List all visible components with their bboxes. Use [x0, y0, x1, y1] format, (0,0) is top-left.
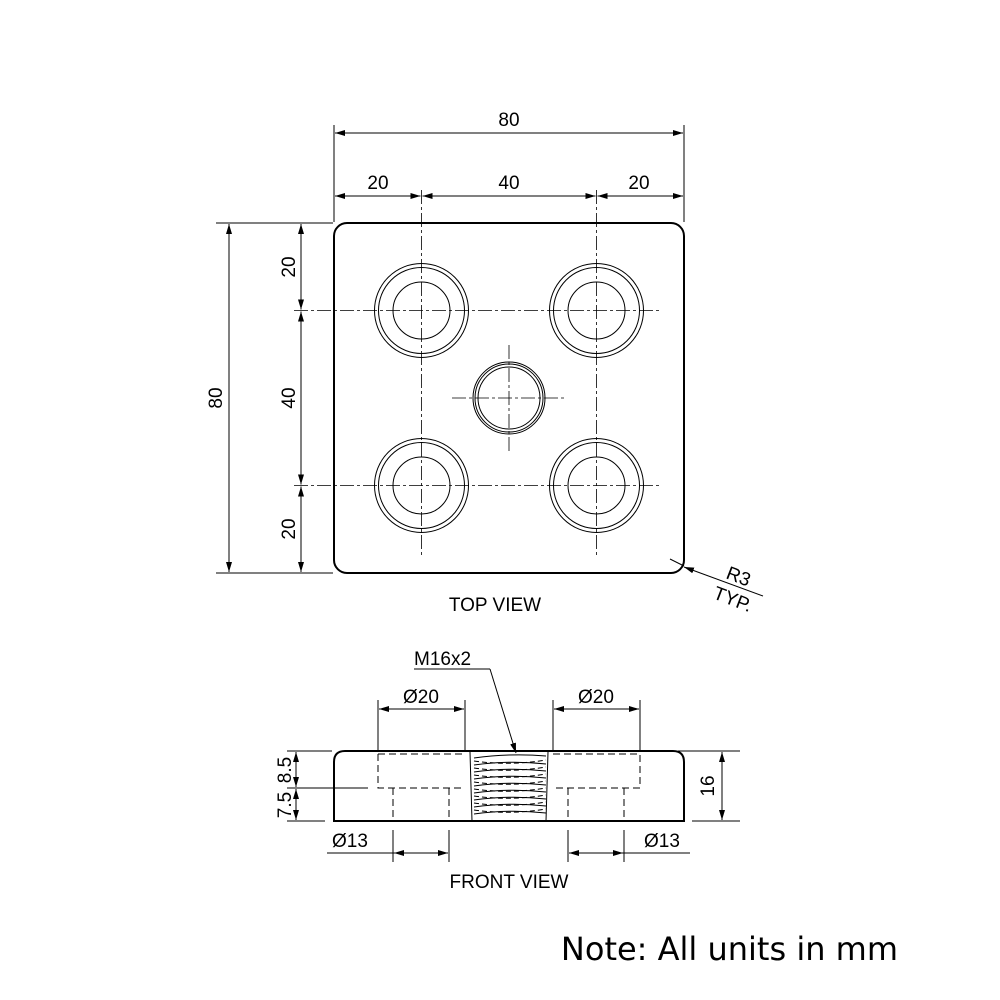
horizontal-dimensions: 80 20 40 20 — [333, 110, 685, 222]
dim-right: 20 — [628, 173, 649, 194]
hole-left-dim: Ø13 — [332, 831, 368, 852]
front-view: M16x2 Ø20 Ø20 Ø13 Ø13 8.5 7.5 16 — [275, 649, 740, 893]
centerlines — [294, 190, 662, 555]
hole-right-dim: Ø13 — [644, 831, 680, 852]
counterbore-right-dim: Ø20 — [578, 687, 614, 708]
dim-center: 40 — [279, 387, 300, 408]
thread-label: M16x2 — [414, 649, 471, 670]
radius-note: TYP. — [710, 583, 755, 617]
dim-middle: 40 — [498, 173, 519, 194]
dim-overall-width: 80 — [498, 110, 519, 131]
counterbore-left-dim: Ø20 — [403, 687, 439, 708]
radius-callout: R3 TYP. — [669, 558, 764, 617]
depth-upper-dim: 8.5 — [275, 757, 296, 783]
thickness-dim: 16 — [698, 775, 719, 796]
thread — [469, 751, 549, 822]
top-view: 80 20 40 20 80 20 40 20 R3 TYP. — [206, 110, 764, 617]
hidden-lines — [377, 753, 641, 821]
vertical-dimensions: 80 20 40 20 — [206, 222, 333, 574]
plate-outline — [333, 222, 685, 574]
dim-top: 20 — [279, 256, 300, 277]
units-note: Note: All units in mm — [561, 930, 898, 968]
front-outline — [333, 750, 685, 822]
dim-bottom: 20 — [279, 518, 300, 539]
front-view-label: FRONT VIEW — [450, 872, 569, 893]
depth-lower-dim: 7.5 — [275, 792, 296, 818]
dim-overall-height: 80 — [206, 387, 227, 408]
dim-left: 20 — [367, 173, 388, 194]
top-view-label: TOP VIEW — [449, 595, 541, 616]
